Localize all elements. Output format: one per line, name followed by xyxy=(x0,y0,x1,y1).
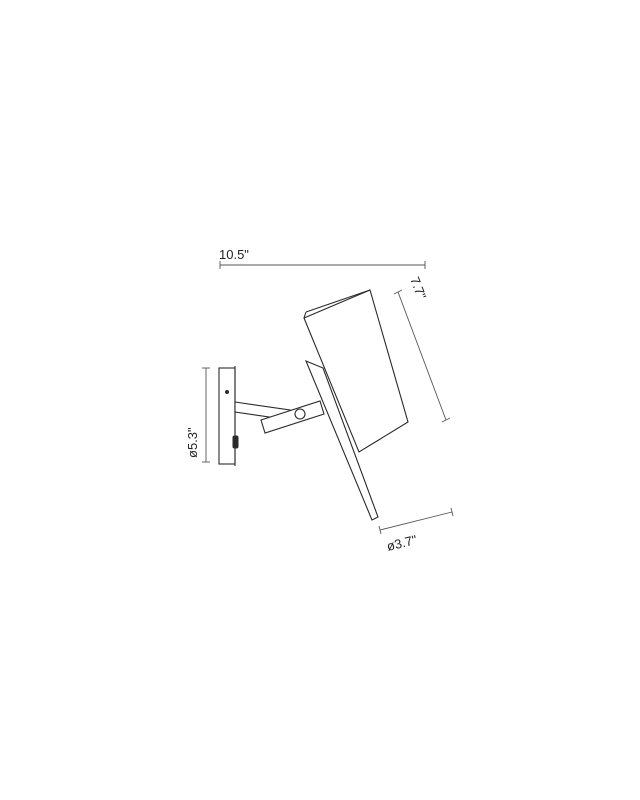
shade-rim-edge xyxy=(305,289,371,313)
reflector-plate-body xyxy=(304,359,379,521)
wall-plate xyxy=(218,366,239,466)
height-dimension-tick-bottom xyxy=(441,417,451,423)
base-diameter-dimension: ø5.3" xyxy=(185,367,210,463)
wall-plate-screw-icon xyxy=(225,390,229,394)
shade-diameter-label: ø3.7" xyxy=(385,532,419,554)
width-dimension: 10.5" xyxy=(219,247,426,269)
wall-plate-body xyxy=(218,367,236,465)
arm-joint-bracket xyxy=(260,400,325,434)
shade-diameter-dimension: ø3.7" xyxy=(378,507,454,554)
arm-joint-knob xyxy=(294,408,306,420)
height-dimension-line xyxy=(397,291,447,421)
base-diameter-label: ø5.3" xyxy=(185,427,200,458)
lamp-arm xyxy=(234,400,325,434)
height-label: 7.7" xyxy=(407,275,429,302)
reflector-plate xyxy=(304,359,379,521)
width-label: 10.5" xyxy=(219,247,249,262)
shade-diameter-tick-right xyxy=(450,507,454,517)
shade-rim-top xyxy=(303,311,307,319)
shade-diameter-tick-left xyxy=(378,525,382,535)
height-dimension: 7.7" xyxy=(393,275,451,423)
wall-plate-switch-icon xyxy=(232,435,239,449)
shade-body xyxy=(303,289,409,453)
height-dimension-tick-top xyxy=(393,289,403,295)
shade-diameter-dimension-line xyxy=(379,511,453,531)
lamp-shade xyxy=(303,289,409,453)
